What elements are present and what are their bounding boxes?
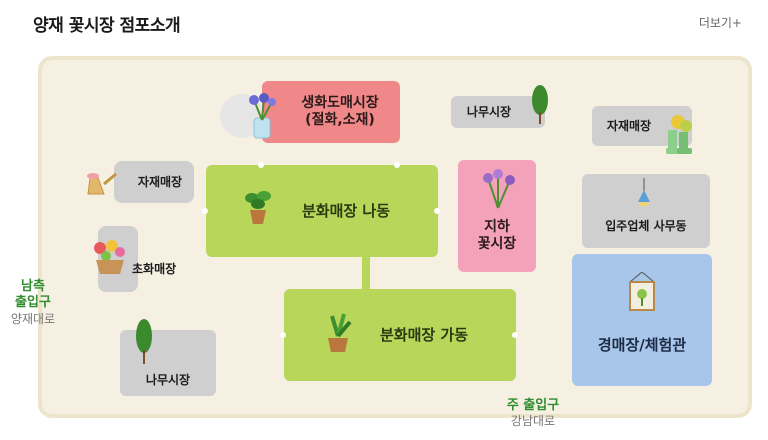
tree-icon-2 [134, 318, 154, 364]
store-tree-market-bottom-label: 나무시장 [145, 372, 191, 387]
market-map: 생화도매시장 (절화,소재) 나무시장 자재매장 [38, 56, 752, 418]
frame-icon [626, 271, 658, 312]
page-title: 양재 꽃시장 점포소개 [33, 16, 181, 36]
store-bunhwa-na-label: 분화매장 나동 [301, 201, 391, 220]
more-link[interactable]: 더보기+ [698, 16, 742, 30]
potted-plant-icon-2 [322, 312, 354, 354]
store-chohwa-label: 초화매장 [132, 262, 177, 276]
store-flower-wholesale-label: 생화도매시장 (절화,소재) [301, 94, 379, 129]
map-dot [202, 208, 208, 214]
flower-vase-icon [218, 90, 278, 142]
store-tenant-office-label: 입주업체 사무동 [605, 218, 687, 233]
store-bunhwa-ga[interactable]: 분화매장 가동 [284, 289, 516, 381]
map-dot [512, 332, 518, 338]
flower-basket-icon [88, 236, 130, 276]
boots-icon [664, 112, 694, 156]
watering-can-icon [82, 164, 122, 200]
bouquet-icon [478, 168, 518, 210]
south-entrance-label: 남측 출입구 [15, 279, 51, 311]
store-bunhwa-na[interactable]: 분화매장 나동 [206, 165, 438, 257]
tree-icon [530, 84, 550, 124]
potted-plant-icon [242, 186, 274, 226]
south-entrance-road: 양재대로 [10, 311, 56, 326]
store-supplies-top-right-label: 자재매장 [606, 118, 652, 133]
map-dot [258, 162, 264, 168]
lamp-icon [632, 178, 656, 212]
store-auction-label: 경매장/체험관 [597, 335, 687, 354]
store-tenant-office[interactable]: 입주업체 사무동 [582, 174, 710, 248]
connector [362, 257, 370, 289]
map-dot [394, 162, 400, 168]
store-bunhwa-ga-label: 분화매장 가동 [379, 325, 469, 344]
store-auction[interactable]: 경매장/체험관 [572, 254, 712, 386]
map-dot [434, 208, 440, 214]
store-underground-label: 지하 꽃시장 [477, 218, 517, 253]
map-dot [280, 332, 286, 338]
south-entrance: 남측 출입구 양재대로 [8, 279, 58, 327]
main-entrance-label: 주 출입구 [506, 398, 560, 413]
main-entrance-road: 강남대로 [510, 414, 556, 429]
store-tree-market-top[interactable]: 나무시장 [451, 96, 545, 128]
store-flower-wholesale[interactable]: 생화도매시장 (절화,소재) [262, 81, 400, 143]
main-entrance: 주 출입구 강남대로 [488, 398, 578, 429]
store-supplies-left-label: 자재매장 [137, 174, 183, 189]
store-tree-market-top-label: 나무시장 [466, 104, 512, 119]
store-supplies-left[interactable]: 자재매장 [114, 161, 194, 203]
store-tree-market-bottom[interactable]: 나무시장 [120, 330, 216, 396]
